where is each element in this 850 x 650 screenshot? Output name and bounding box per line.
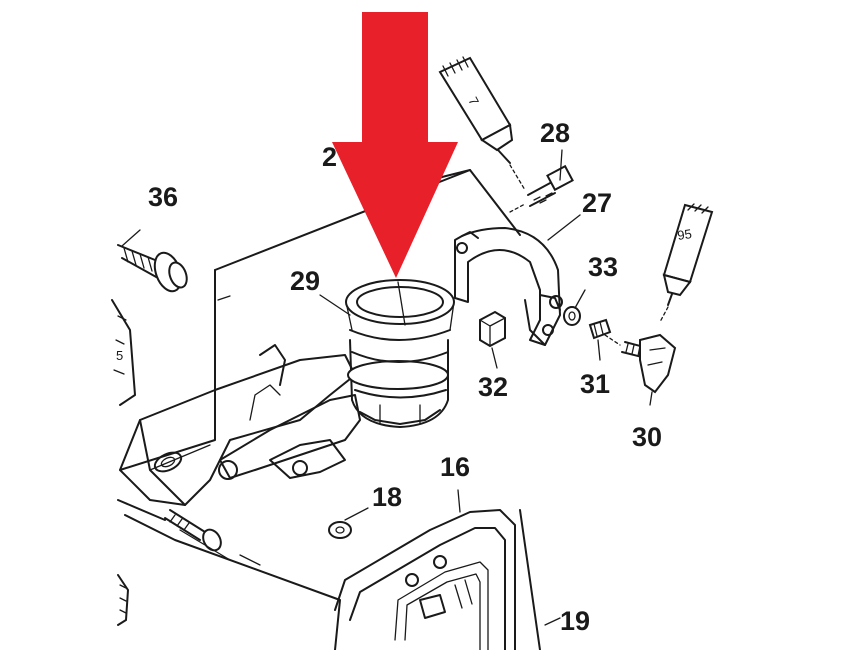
callout-side-5: 5: [116, 348, 123, 363]
part-30-fitting: [604, 333, 677, 394]
callout-2x: 2: [322, 142, 337, 172]
callout-31: 31: [580, 369, 610, 399]
callout-labels: 36 2 29 28 27 33 32 31 30 16 18 19 5: [116, 118, 662, 636]
callout-18: 18: [372, 482, 402, 512]
callout-16: 16: [440, 452, 470, 482]
tube-95: [659, 203, 714, 323]
callout-29: 29: [290, 266, 320, 296]
tube-7: [438, 56, 526, 191]
left-panel-fragment: [111, 299, 136, 626]
callout-32: 32: [478, 372, 508, 402]
part-32-block: [479, 310, 506, 348]
part-29-boot: [345, 279, 455, 428]
callout-28: 28: [540, 118, 570, 148]
callout-19: 19: [560, 606, 590, 636]
callout-33: 33: [588, 252, 618, 282]
housing-outline: [119, 169, 521, 471]
part-28-screw: [509, 164, 574, 213]
part-31-setscrew: [588, 318, 612, 340]
leader-lines: [121, 149, 653, 626]
part-33-nut: [563, 306, 581, 326]
part-18-washer: [328, 521, 352, 539]
stud-bolt: [117, 499, 231, 561]
lower-housing: [124, 509, 541, 650]
callout-27: 27: [582, 188, 612, 218]
part-16-gasket: [334, 509, 516, 650]
main-arm-body: [119, 344, 361, 506]
red-pointer-arrow: [332, 12, 458, 278]
tube-95-label: 95: [676, 226, 692, 243]
callout-30: 30: [632, 422, 662, 452]
part-27-clamp: [454, 227, 563, 346]
callout-36: 36: [148, 182, 178, 212]
part-36-pin: [117, 244, 188, 293]
